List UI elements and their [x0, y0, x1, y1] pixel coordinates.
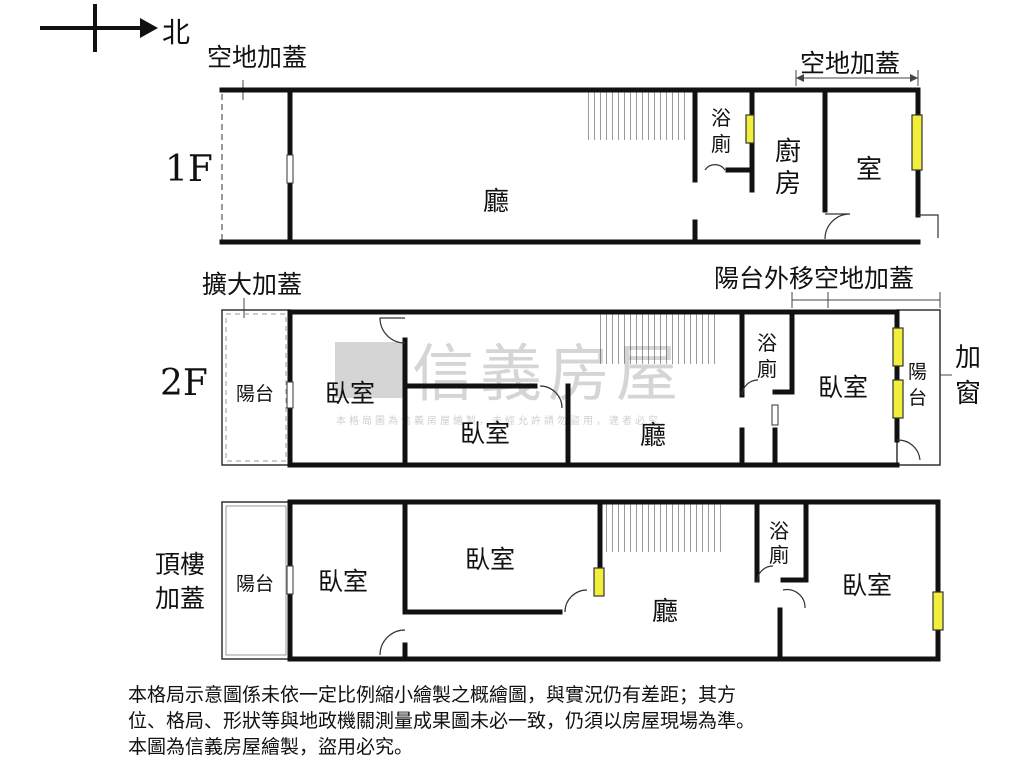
window — [932, 591, 944, 631]
window — [892, 327, 904, 367]
door-arc — [824, 213, 851, 240]
door-arc — [896, 439, 921, 461]
room-kitchen-1: 廚 — [775, 137, 801, 167]
stairs — [597, 314, 719, 364]
room-toilet: 廁 — [769, 543, 789, 567]
room-kitchen-2: 房 — [775, 169, 801, 199]
compass: 北 — [40, 4, 190, 52]
room-bedroom-1: 臥室 — [325, 379, 375, 408]
room-balcony: 陽台 — [236, 573, 274, 595]
stairs — [603, 504, 721, 552]
room-bedroom-1: 臥室 — [318, 567, 368, 596]
floor-2f-right-addition-label: 陽台外移空地加蓋 — [714, 264, 914, 293]
floor-1f: 1F 空地加蓋 空地加蓋 廳 浴 廁 廚 — [165, 43, 939, 245]
room-bedroom-2: 臥室 — [465, 545, 515, 574]
room-bath: 浴 — [757, 331, 777, 355]
door-arc — [379, 629, 406, 656]
room-balcony-right-1: 陽 — [908, 361, 927, 383]
room-bedroom-3: 臥室 — [842, 571, 892, 600]
floor-2f-window-label-1: 加 — [955, 343, 981, 373]
door-arc — [564, 589, 588, 613]
room-bath: 浴 — [769, 519, 789, 543]
door-arc — [918, 214, 939, 238]
room-room: 室 — [856, 155, 882, 185]
floor-1f-left-addition-label: 空地加蓋 — [207, 43, 307, 72]
compass-north-label: 北 — [162, 16, 190, 49]
disclaimer-note: 本格局示意圖係未依一定比例縮小繪製之概繪圖，與實況仍有差距；其方 位、格局、形狀… — [128, 682, 928, 760]
floor-roof-label-1: 頂樓 — [155, 550, 205, 579]
watermark-notice: 本格局圖為信義房屋繪製，未經允許請勿盜用，違者必究 — [336, 414, 661, 427]
floor-2f-window-label-2: 窗 — [955, 379, 981, 409]
room-toilet: 廁 — [711, 132, 731, 156]
watermark: 信義房屋 本格局圖為信義房屋繪製，未經允許請勿盜用，違者必究 — [335, 337, 678, 427]
room-balcony-right-2: 台 — [908, 387, 927, 409]
floor-roof-label-2: 加蓋 — [155, 584, 205, 613]
stairs — [587, 92, 687, 140]
door-arc — [539, 385, 563, 409]
compass-arrow-icon — [140, 18, 158, 38]
floor-1f-label: 1F — [165, 149, 213, 190]
watermark-logo-icon — [335, 342, 405, 398]
door-arc — [704, 164, 726, 171]
room-hall: 廳 — [652, 597, 678, 627]
window — [911, 114, 923, 171]
room-bedroom-3: 臥室 — [818, 373, 868, 402]
door-arc — [782, 588, 806, 609]
room-hall: 廳 — [640, 421, 666, 451]
room-hall: 廳 — [483, 187, 509, 217]
window — [745, 114, 755, 144]
room-balcony-left: 陽台 — [236, 383, 274, 405]
door-arc — [379, 317, 406, 344]
floor-2f: 2F 擴大加蓋 陽台外移空地加蓋 加 窗 — [160, 264, 981, 468]
door-arc — [741, 379, 759, 396]
room-bath: 浴 — [711, 106, 731, 130]
door-arc — [756, 565, 774, 583]
room-bedroom-2: 臥室 — [460, 419, 510, 448]
disclaimer-line-3: 本圖為信義房屋繪製，盜用必究。 — [128, 736, 414, 758]
floor-1f-right-addition-label: 空地加蓋 — [800, 49, 900, 78]
window — [892, 379, 904, 419]
disclaimer-line-1: 本格局示意圖係未依一定比例縮小繪製之概繪圖，與實況仍有差距；其方 — [128, 684, 737, 706]
disclaimer-line-2: 位、格局、形狀等與地政機關測量成果圖未必一致，仍須以房屋現場為準。 — [128, 710, 756, 732]
room-toilet: 廁 — [757, 357, 777, 381]
floor-2f-left-addition-label: 擴大加蓋 — [202, 270, 302, 299]
floor-roof: 頂樓 加蓋 陽台 臥室 臥室 廳 浴 廁 臥室 — [155, 499, 944, 662]
window — [593, 567, 605, 597]
floor-2f-label: 2F — [160, 363, 208, 404]
